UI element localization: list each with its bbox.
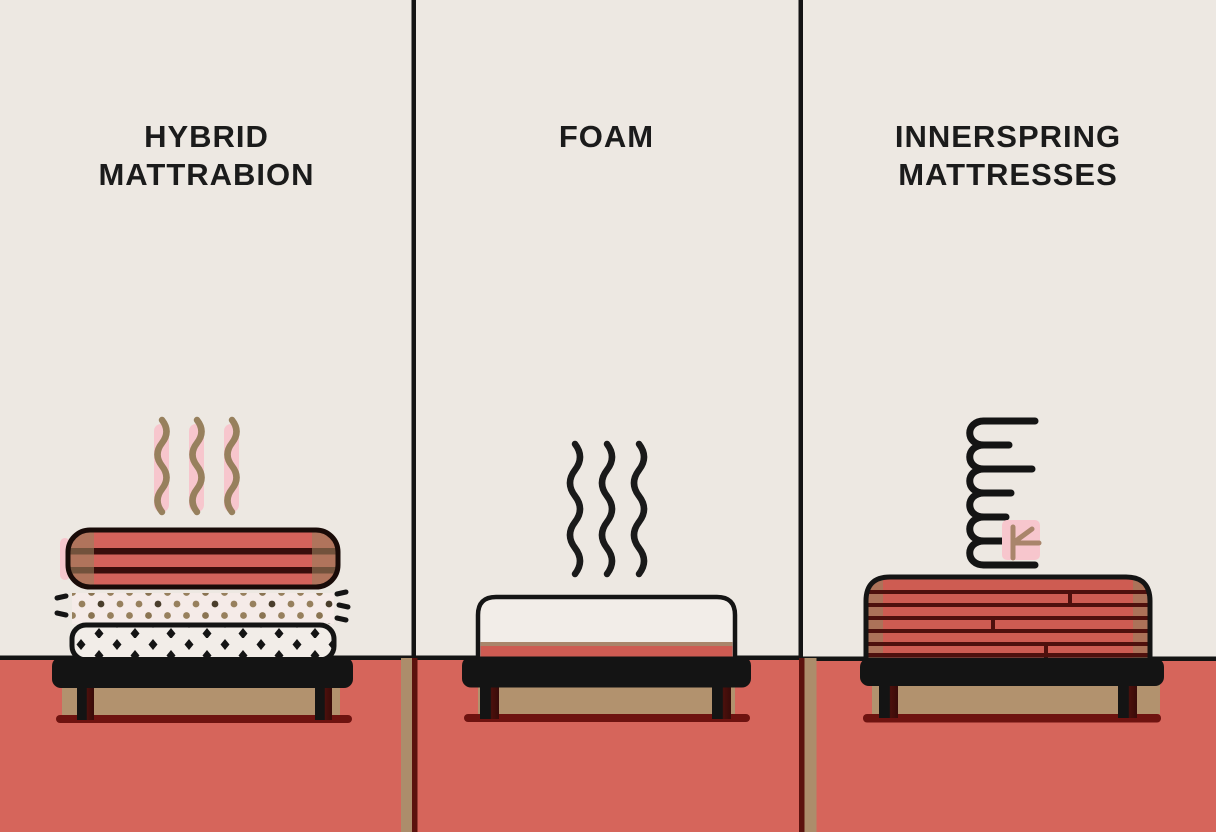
compress-arrow-icon <box>1002 520 1042 561</box>
heat-waves-icon <box>566 440 648 578</box>
hybrid-mattress-graphic <box>54 527 351 663</box>
panel-1-title-line-2: MATTRABION <box>98 157 315 192</box>
heat-waves-icon <box>154 416 240 516</box>
panel-divider-1 <box>401 0 418 832</box>
panel-3-title: INNERSPRING MATTRESSES <box>800 118 1216 194</box>
bed-frame-graphic-2 <box>462 656 751 722</box>
foam-mattress-graphic <box>475 594 738 662</box>
innerspring-mattress-graphic <box>863 574 1153 663</box>
panel-3-title-line-1: INNERSPRING <box>894 119 1122 154</box>
bed-frame-graphic-1 <box>52 657 353 723</box>
panel-3-title-line-2: MATTRESSES <box>898 157 1118 192</box>
panel-divider-2 <box>798 0 817 832</box>
panel-2-illustration <box>462 440 751 722</box>
bed-frame-graphic-3 <box>860 658 1164 723</box>
panel-2-title: FOAM <box>413 118 800 156</box>
panel-3-illustration <box>860 417 1164 723</box>
panel-2-title-line-1: FOAM <box>558 119 655 154</box>
panel-1-title: HYBRID MATTRABION <box>0 118 413 194</box>
panel-1-title-line-1: HYBRID <box>144 119 269 154</box>
panel-1-illustration <box>52 416 353 723</box>
